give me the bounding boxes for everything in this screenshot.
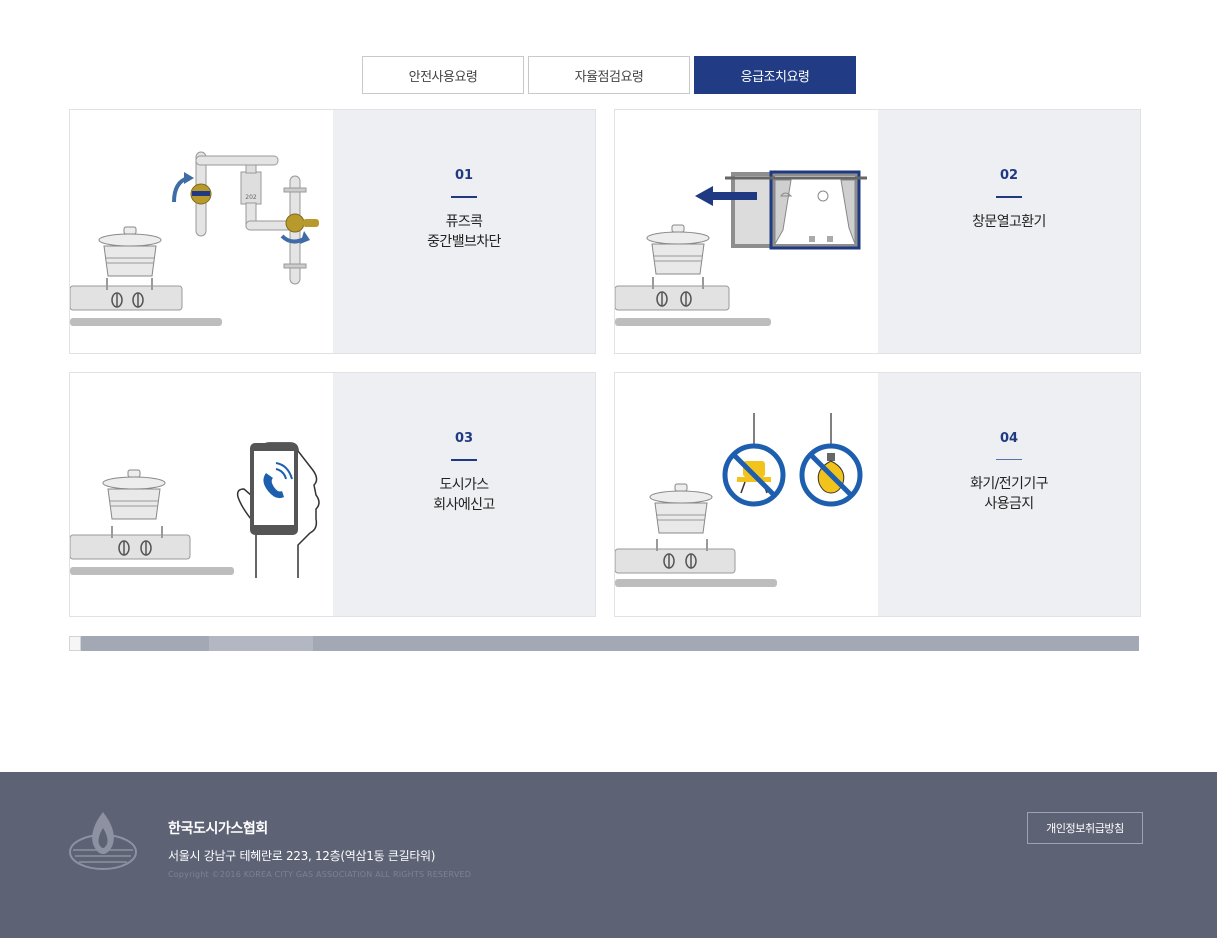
footer-address: 서울시 강남구 테헤란로 223, 12층(역삼1동 큰길타워) bbox=[168, 849, 436, 863]
step-info-3: 03 도시가스 회사에신고 bbox=[333, 373, 595, 616]
banner-strip bbox=[69, 636, 1139, 651]
tab-self-check[interactable]: 자율점검요령 bbox=[528, 56, 690, 94]
step-title: 창문열고환기 bbox=[972, 214, 1046, 230]
broken-image-icon bbox=[69, 636, 81, 651]
step-title: 퓨즈콕 중간밸브차단 bbox=[427, 214, 501, 250]
window-ventilation-illustration bbox=[615, 110, 878, 353]
step-divider bbox=[451, 459, 477, 461]
step-info-2: 02 창문열고환기 bbox=[878, 110, 1140, 353]
step-info-1: 01 퓨즈콕 중간밸브차단 bbox=[333, 110, 595, 353]
step-card-4: 04 화기/전기기구 사용금지 bbox=[614, 372, 1141, 617]
step-divider bbox=[996, 459, 1022, 460]
tab-safe-use[interactable]: 안전사용요령 bbox=[362, 56, 524, 94]
tab-emergency[interactable]: 응급조치요령 bbox=[694, 56, 856, 94]
banner-ghost-shape bbox=[209, 636, 313, 651]
step-card-2: 02 창문열고환기 bbox=[614, 109, 1141, 354]
footer: 한국도시가스협회 서울시 강남구 테헤란로 223, 12층(역삼1동 큰길타워… bbox=[0, 772, 1217, 938]
footer-org-name: 한국도시가스협회 bbox=[168, 821, 268, 837]
step-number: 02 bbox=[999, 168, 1019, 183]
footer-copyright: Copyright ©2016 KOREA CITY GAS ASSOCIATI… bbox=[168, 870, 472, 879]
step-card-3: 03 도시가스 회사에신고 bbox=[69, 372, 596, 617]
step-title: 도시가스 회사에신고 bbox=[433, 477, 495, 513]
step-title: 화기/전기기구 사용금지 bbox=[970, 476, 1048, 512]
no-fire-electric-illustration bbox=[615, 373, 878, 616]
valve-illustration: 202 bbox=[70, 110, 333, 353]
svg-text:202: 202 bbox=[245, 194, 257, 201]
step-number: 03 bbox=[454, 431, 474, 446]
privacy-policy-button[interactable]: 개인정보취급방침 bbox=[1027, 812, 1143, 844]
step-number: 04 bbox=[999, 431, 1019, 446]
step-divider bbox=[996, 196, 1022, 198]
step-info-4: 04 화기/전기기구 사용금지 bbox=[878, 373, 1140, 616]
step-card-1: 202 01 퓨즈콕 중간밸브차단 bbox=[69, 109, 596, 354]
step-number: 01 bbox=[454, 168, 474, 183]
tab-bar: 안전사용요령 자율점검요령 응급조치요령 bbox=[362, 56, 856, 94]
association-logo-icon bbox=[69, 810, 139, 876]
step-divider bbox=[451, 196, 477, 198]
phone-call-illustration bbox=[70, 373, 333, 616]
